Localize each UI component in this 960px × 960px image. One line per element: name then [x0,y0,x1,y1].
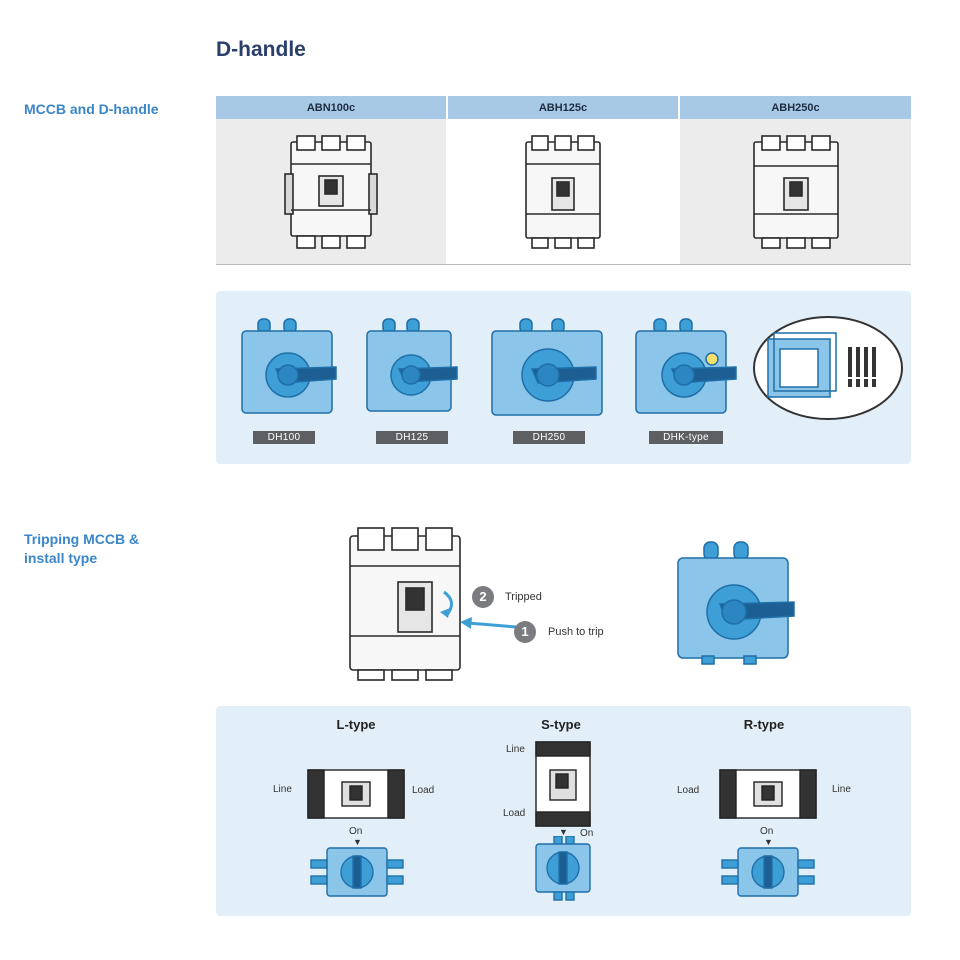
step-2-badge: 2 [472,586,494,608]
s-type-line-label: Line [506,744,525,755]
model-column-abn100c: ABN100c [216,96,446,264]
handle-dh125-image [366,318,458,412]
mccb-image [680,119,911,264]
page-title: D-handle [216,38,306,61]
handle-dh250-label: DH250 [513,431,585,444]
handle-dhk-type-image [635,318,737,414]
accessory-frame-image [753,316,903,420]
handles-panel: DH100 DH125 DH250 DHK- [216,291,911,464]
mccb-tripping-image [349,527,461,681]
s-type-on-arrow-icon: ▼ [559,827,568,837]
r-type-on-label: On [760,826,774,837]
install-types-panel: L-type Line Load On ▼ S-type Line Load ▼… [216,706,911,916]
model-table: ABN100c ABH125c [216,96,911,265]
mccb-image [448,119,678,264]
l-type-load-label: Load [412,785,435,796]
handle-dh100-image [241,318,337,414]
s-type-title: S-type [541,717,581,732]
l-type-handle-diagram [310,847,404,897]
model-header: ABH125c [448,96,678,119]
step-2-label: Tripped [505,591,542,603]
handle-dh125-label: DH125 [376,431,448,444]
s-type-handle-diagram [535,836,591,901]
r-type-load-label: Load [677,785,700,796]
r-type-line-label: Line [832,784,851,795]
s-type-mccb-diagram [535,741,591,827]
section-heading-tripping: Tripping MCCB & install type [24,530,139,568]
section-heading-tripping-line2: install type [24,550,98,566]
s-type-on-label: On [580,828,594,839]
step-1-label: Push to trip [548,626,604,638]
r-type-on-arrow-icon: ▼ [764,837,773,847]
step-1-badge: 1 [514,621,536,643]
l-type-on-label: On [349,826,363,837]
r-type-mccb-diagram [719,769,817,819]
l-type-line-label: Line [273,784,292,795]
r-type-title: R-type [743,717,785,732]
handle-dh250-image [491,318,603,416]
handle-dh100-label: DH100 [253,431,315,444]
handle-installed-image [677,541,795,665]
handle-dhk-type-label: DHK-type [649,431,723,444]
l-type-mccb-diagram [307,769,405,819]
model-column-abh250c: ABH250c [680,96,911,264]
section-heading-mccb: MCCB and D-handle [24,101,159,117]
push-arrow-icon [460,617,517,629]
model-header: ABN100c [216,96,446,119]
s-type-load-label: Load [503,808,526,819]
l-type-title: L-type [336,717,376,732]
model-column-abh125c: ABH125c [448,96,678,264]
r-type-handle-diagram [721,847,815,897]
l-type-on-arrow-icon: ▼ [353,837,362,847]
mccb-image [216,119,446,264]
model-header: ABH250c [680,96,911,119]
section-heading-tripping-line1: Tripping MCCB & [24,531,140,547]
